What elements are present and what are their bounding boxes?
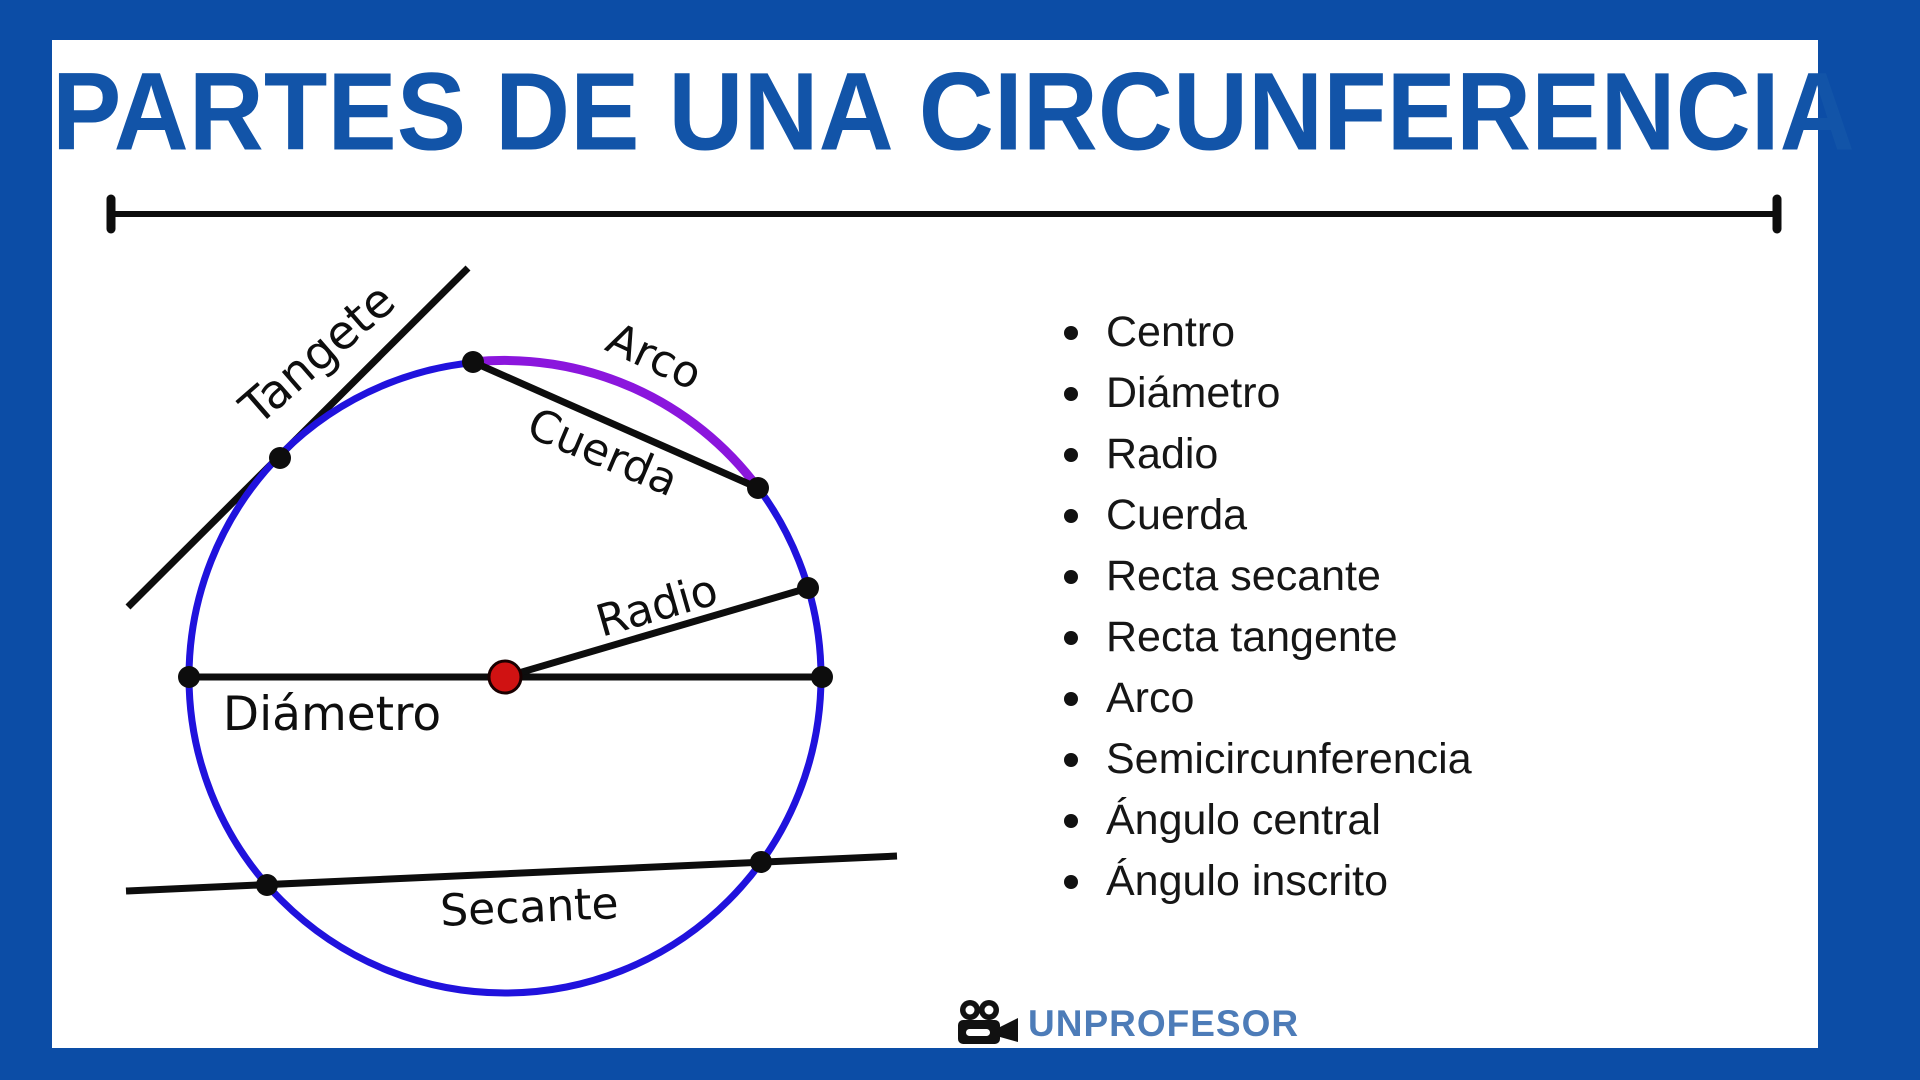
chord-top-dot — [462, 351, 484, 373]
list-item-label: Ángulo central — [1106, 796, 1381, 844]
list-item-label: Arco — [1106, 674, 1195, 722]
list-item: Centro — [1064, 302, 1472, 363]
bullet-dot — [1064, 508, 1078, 523]
logo-text: UNPROFESOR — [1028, 1003, 1300, 1044]
list-item-label: Cuerda — [1106, 491, 1248, 539]
bullet-dot — [1064, 325, 1078, 340]
chord-line — [471, 358, 760, 492]
bullet-dot — [1064, 630, 1078, 645]
radius-line — [504, 584, 809, 681]
label-secante: Secante — [439, 878, 619, 937]
video-camera-icon — [958, 1000, 1018, 1044]
list-item: Radio — [1064, 424, 1472, 485]
label-diametro: Diámetro — [223, 687, 441, 742]
bullet-dot — [1064, 752, 1078, 767]
bullet-dot — [1064, 691, 1078, 706]
bullet-dot — [1064, 813, 1078, 828]
page-title: PARTES DE UNA CIRCUNFERENCIA — [52, 51, 1855, 175]
list-item-label: Recta secante — [1106, 552, 1381, 600]
unprofesor-logo: UNPROFESOR — [956, 1000, 1299, 1048]
list-item: Recta secante — [1064, 546, 1472, 607]
bullet-dot — [1064, 386, 1078, 401]
radius-end-dot — [797, 577, 819, 599]
parts-list: Centro Diámetro Radio Cuerda Recta secan… — [1064, 302, 1472, 912]
divider-rule — [106, 194, 1782, 234]
secant-left-dot — [256, 874, 278, 896]
center-point — [487, 659, 523, 695]
list-item-label: Radio — [1106, 430, 1219, 478]
list-item: Semicircunferencia — [1064, 729, 1472, 790]
list-item-label: Semicircunferencia — [1106, 735, 1472, 783]
list-item-label: Recta tangente — [1106, 613, 1398, 661]
label-cuerda: Cuerda — [520, 398, 685, 507]
list-item: Arco — [1064, 668, 1472, 729]
chord-right-dot — [747, 477, 769, 499]
list-item-label: Diámetro — [1106, 369, 1281, 417]
list-item: Diámetro — [1064, 363, 1472, 424]
diameter-right-dot — [811, 666, 833, 688]
list-item: Cuerda — [1064, 485, 1472, 546]
list-item: Recta tangente — [1064, 607, 1472, 668]
arc-segment — [472, 355, 762, 491]
list-item-label: Centro — [1106, 308, 1236, 356]
tangent-point-dot — [269, 447, 291, 469]
diameter-left-dot — [178, 666, 200, 688]
bullet-dot — [1064, 874, 1078, 889]
secant-right-dot — [750, 851, 772, 873]
list-item: Ángulo central — [1064, 790, 1472, 851]
list-item-label: Ángulo inscrito — [1106, 857, 1389, 905]
bullet-dot — [1064, 447, 1078, 462]
list-item: Ángulo inscrito — [1064, 851, 1472, 912]
point-dots — [178, 351, 833, 896]
bullet-dot — [1064, 569, 1078, 584]
label-arco: Arco — [599, 313, 710, 401]
